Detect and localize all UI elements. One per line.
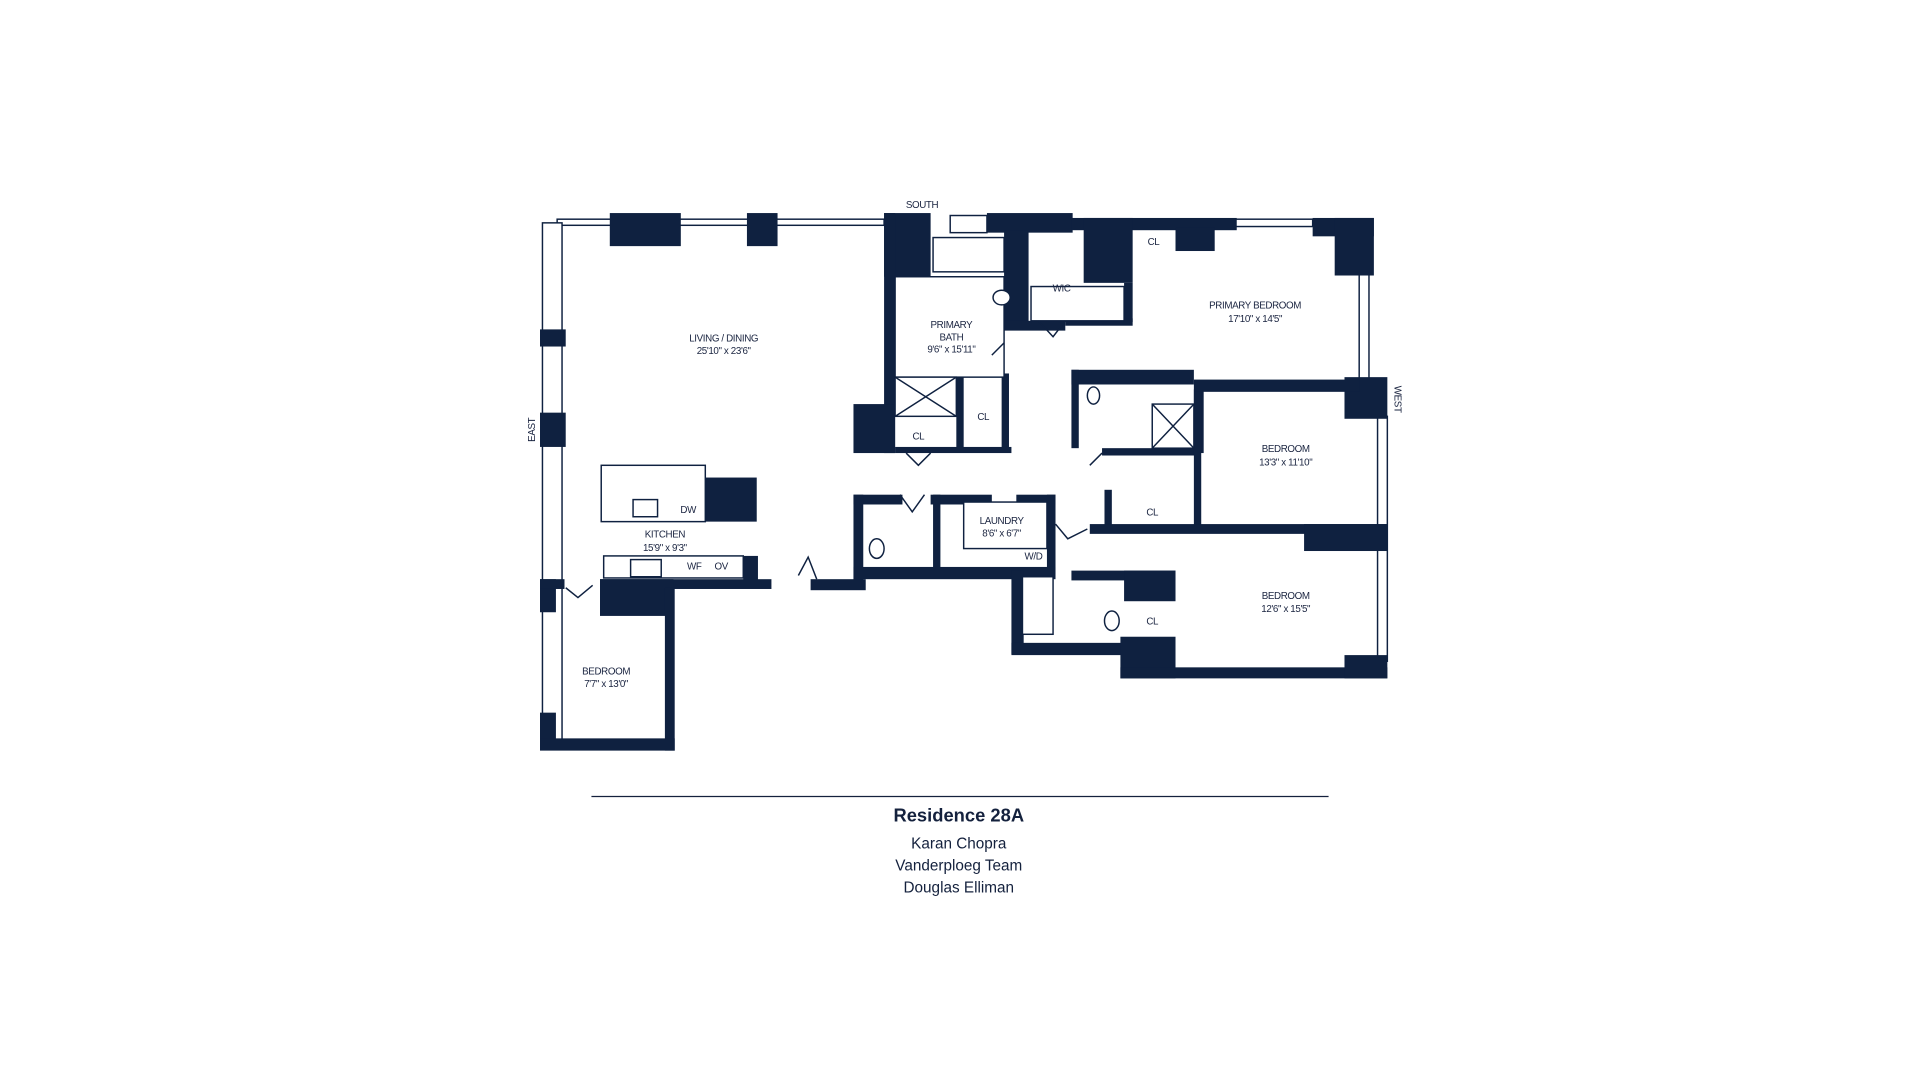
closet-label: CL [1146,616,1159,627]
closet-label: CL [912,432,925,443]
kitchen-size: 15'9" x 9'3" [643,543,688,554]
laundry-size: 8'6" x 6'7" [982,528,1022,539]
bedroom-2-size: 13'3" x 11'10" [1259,457,1313,468]
team-name: Vanderploeg Team [895,858,1022,875]
bedroom-4-label: BEDROOM [582,667,630,678]
closet-label: CL [1146,508,1159,519]
brokerage-name: Douglas Elliman [904,880,1015,897]
fixtures [565,236,1195,636]
living-dining-size: 25'10" x 23'6" [697,346,752,357]
closet-label: CL [977,412,990,423]
kitchen-label: KITCHEN [645,530,686,541]
labels: SOUTH EAST WEST LIVING / DINING 25'10" x… [527,200,1403,690]
primary-bedroom-size: 17'10" x 14'5" [1228,314,1283,325]
bedroom-4-size: 7'7" x 13'0" [584,679,629,690]
wic-label: WIC [1053,283,1071,294]
living-dining-label: LIVING / DINING [689,334,758,345]
dishwasher-label: DW [680,505,697,516]
compass-south: SOUTH [906,200,939,211]
primary-bath-label-2: BATH [939,332,963,343]
primary-bath-size: 9'6" x 15'11" [927,345,976,356]
compass-west: WEST [1392,386,1403,413]
walls [540,213,1388,751]
bedroom-3-size: 12'6" x 15'5" [1261,604,1311,615]
residence-title: Residence 28A [893,805,1024,826]
agent-name: Karan Chopra [911,836,1007,853]
primary-bedroom-label: PRIMARY BEDROOM [1209,301,1301,312]
wine-fridge-label: WF [687,561,702,572]
oven-label: OV [715,561,729,572]
compass-east: EAST [527,417,538,441]
closet-label: CL [1148,237,1161,248]
bedroom-2-label: BEDROOM [1262,444,1310,455]
laundry-label: LAUNDRY [980,516,1025,527]
bedroom-3-label: BEDROOM [1262,591,1310,602]
primary-bath-label: PRIMARY [931,320,974,331]
washer-dryer-label: W/D [1025,552,1043,563]
